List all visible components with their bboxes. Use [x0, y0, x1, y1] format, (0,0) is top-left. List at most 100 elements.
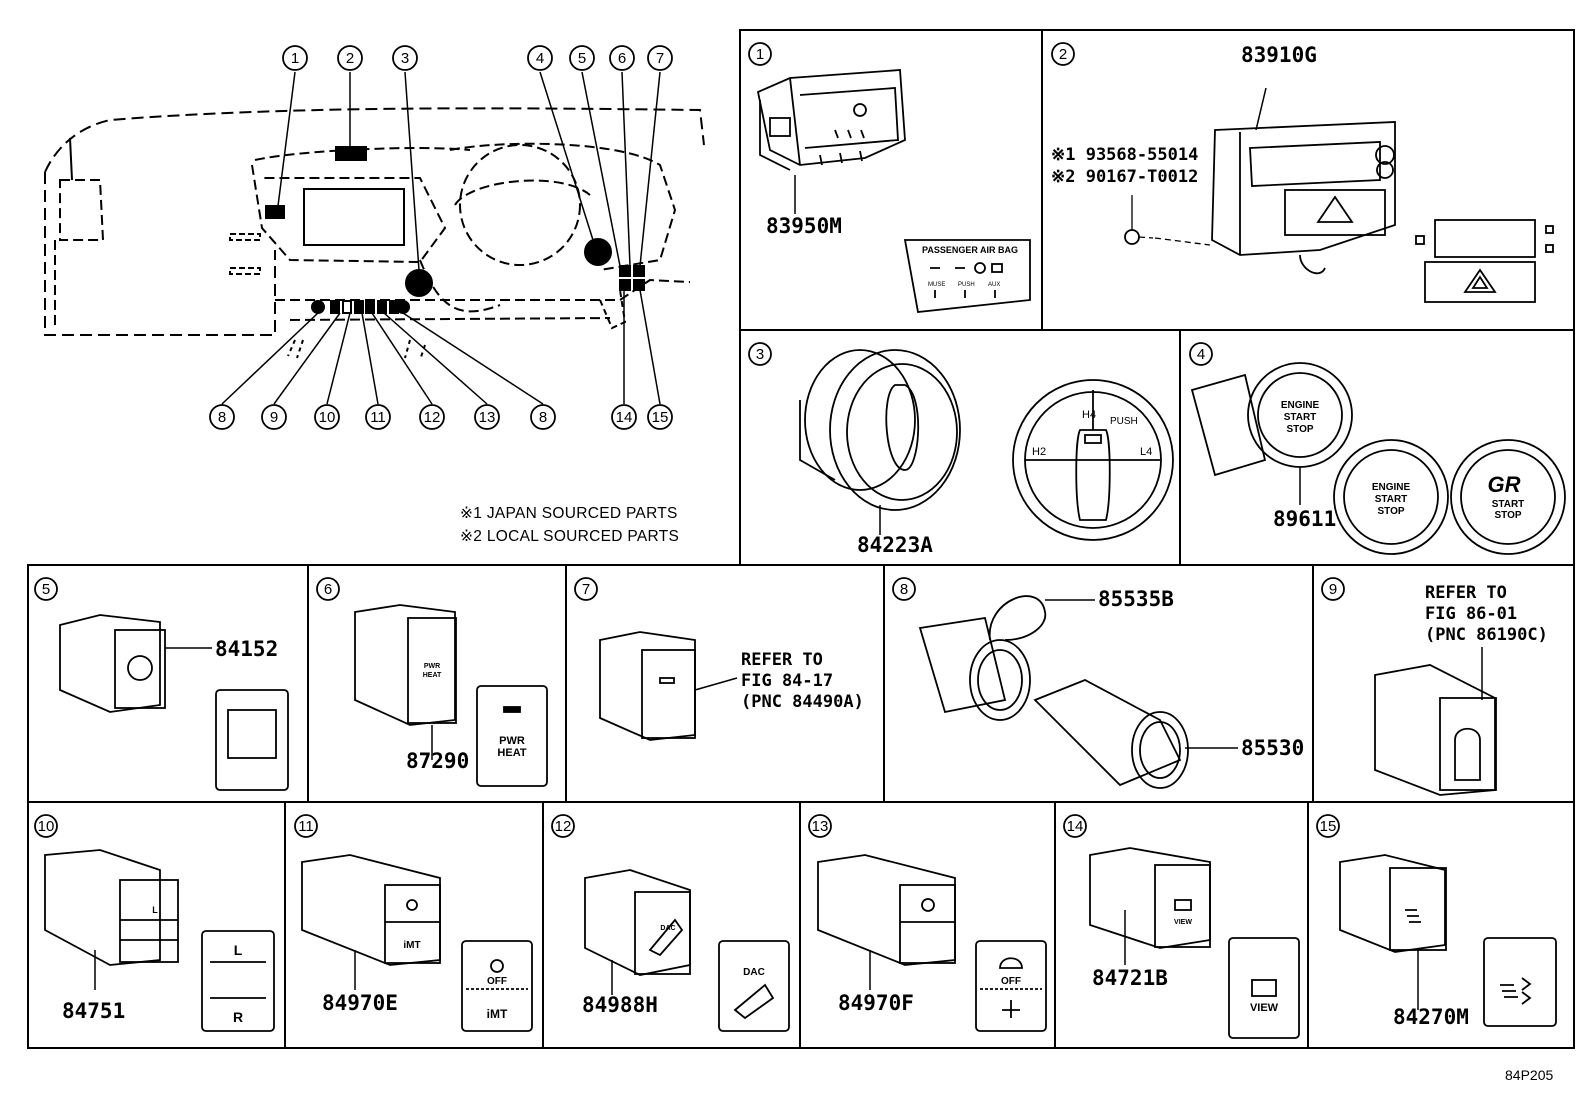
overview-callouts: [209, 45, 673, 430]
imt-off-label: OFF: [487, 976, 507, 987]
panel-9-usb-port: [1374, 647, 1497, 796]
knob-label-l4: L4: [1140, 446, 1152, 458]
callout-10: 10: [319, 409, 336, 426]
part-83910G: 83910G: [1241, 43, 1317, 67]
panel-1-airbag-indicator: [756, 69, 1031, 313]
seat-heat-letter-r: R: [233, 1009, 243, 1025]
panel-index-5: 5: [42, 581, 50, 598]
panel-4-start-button: [1190, 362, 1566, 555]
callout-4: 4: [536, 50, 544, 67]
view-label: VIEW: [1250, 1002, 1279, 1014]
panel-2-hazard-switch: [1124, 87, 1554, 303]
callout-15: 15: [652, 409, 669, 426]
dac-small-label: DAC: [660, 925, 675, 932]
callout-7: 7: [656, 50, 664, 67]
panel-index-14: 14: [1067, 818, 1084, 835]
callout-11: 11: [370, 409, 386, 426]
callout-13: 13: [479, 409, 496, 426]
part-84721B: 84721B: [1092, 966, 1168, 990]
part-84988H: 84988H: [582, 993, 658, 1017]
panel-index-8: 8: [900, 581, 908, 598]
note-japan-sourced: ※1 JAPAN SOURCED PARTS: [460, 505, 678, 522]
part-84152: 84152: [215, 637, 278, 661]
part-90167-T0012: ※2 90167-T0012: [1051, 167, 1198, 187]
panel-11-imt-switch: [301, 854, 533, 1032]
panel-3-4wd-dial: [799, 349, 1174, 541]
panel-6-pwr-heat-switch: [354, 604, 548, 787]
pwr-heat-pwr: PWR: [499, 735, 525, 747]
callout-2: 2: [346, 50, 354, 67]
callout-8: 8: [218, 409, 226, 426]
panel-index-2: 2: [1059, 46, 1067, 63]
callout-3: 3: [401, 50, 409, 67]
dashboard-overview: [44, 71, 705, 405]
knob-label-h4: H4: [1082, 409, 1096, 421]
panel-index-9: 9: [1329, 581, 1337, 598]
part-93568-55014: ※1 93568-55014: [1051, 145, 1198, 165]
seat-heat-letter-l: L: [234, 942, 243, 958]
pwr-heat-heat: HEAT: [497, 747, 526, 759]
panel-grid: [27, 29, 1575, 1049]
callout-6: 6: [618, 50, 626, 67]
panel-index-10: 10: [38, 818, 55, 835]
start-btn-small-start: START: [1284, 412, 1317, 423]
knob-label-h2: H2: [1032, 446, 1046, 458]
part-84970F: 84970F: [838, 991, 914, 1015]
figure-id: 84P205: [1505, 1067, 1553, 1083]
panel-10-seat-heater-switch: [44, 849, 275, 1032]
part-85530: 85530: [1241, 736, 1304, 760]
dac-label: DAC: [743, 967, 765, 978]
off-road-off-label: OFF: [1001, 976, 1021, 987]
callout-9: 9: [270, 409, 278, 426]
part-87290: 87290: [406, 749, 469, 773]
imt-label: iMT: [487, 1007, 508, 1021]
pwr-heat-small-pwr: PWR: [424, 663, 440, 670]
plate-label-aux: AUX: [988, 282, 1000, 288]
part-84751: 84751: [62, 999, 125, 1023]
seat-heat-small-l: L: [152, 905, 158, 915]
panel-5-mirror-switch: [59, 614, 289, 791]
panel-index-4: 4: [1197, 346, 1205, 363]
panel-index-12: 12: [555, 818, 572, 835]
airbag-plate-label: PASSENGER AIR BAG: [922, 245, 1018, 255]
callout-1: 1: [291, 50, 299, 67]
note-local-sourced: ※2 LOCAL SOURCED PARTS: [460, 528, 679, 545]
panel-index-7: 7: [582, 581, 590, 598]
ref-9-line3: (PNC 86190C): [1425, 625, 1548, 645]
gr-btn-stop: STOP: [1494, 510, 1521, 521]
start-btn-small-stop: STOP: [1286, 424, 1313, 435]
panel-index-15: 15: [1320, 818, 1337, 835]
start-btn-small-engine: ENGINE: [1281, 400, 1320, 411]
knob-label-push: PUSH: [1110, 416, 1138, 427]
panel-index-3: 3: [756, 346, 764, 363]
ref-7-line1: REFER TO: [741, 650, 823, 670]
part-84270M: 84270M: [1393, 1005, 1469, 1029]
ref-9-line2: FIG 86-01: [1425, 604, 1517, 624]
callout-8b: 8: [539, 409, 547, 426]
panel-index-11: 11: [298, 818, 314, 835]
imt-small-label: iMT: [403, 940, 420, 951]
panel-15-lamp-switch: [1339, 854, 1557, 1027]
panel-14-view-switch: [1089, 847, 1300, 1039]
part-85535B: 85535B: [1098, 587, 1174, 611]
part-84970E: 84970E: [322, 991, 398, 1015]
start-btn-engine: ENGINE: [1372, 482, 1411, 493]
panel-index-6: 6: [324, 581, 332, 598]
start-btn-stop: STOP: [1377, 506, 1404, 517]
start-btn-start: START: [1375, 494, 1408, 505]
pwr-heat-small-heat: HEAT: [423, 672, 442, 679]
panel-7-parking-switch: [599, 631, 738, 741]
ref-9-line1: REFER TO: [1425, 583, 1507, 603]
part-84223A: 84223A: [857, 533, 933, 557]
panel-13-off-road-switch: [817, 854, 1047, 1032]
ref-7-line3: (PNC 84490A): [741, 692, 864, 712]
plate-label-push: PUSH: [958, 282, 975, 288]
ref-7-line2: FIG 84-17: [741, 671, 833, 691]
gr-btn-start: START: [1492, 499, 1525, 510]
panel-8-power-outlet: [918, 595, 1238, 789]
gr-logo: GR: [1488, 472, 1521, 497]
panel-12-dac-switch: [584, 869, 790, 1032]
part-89611: 89611: [1273, 507, 1336, 531]
panel-index-1: 1: [756, 46, 764, 63]
